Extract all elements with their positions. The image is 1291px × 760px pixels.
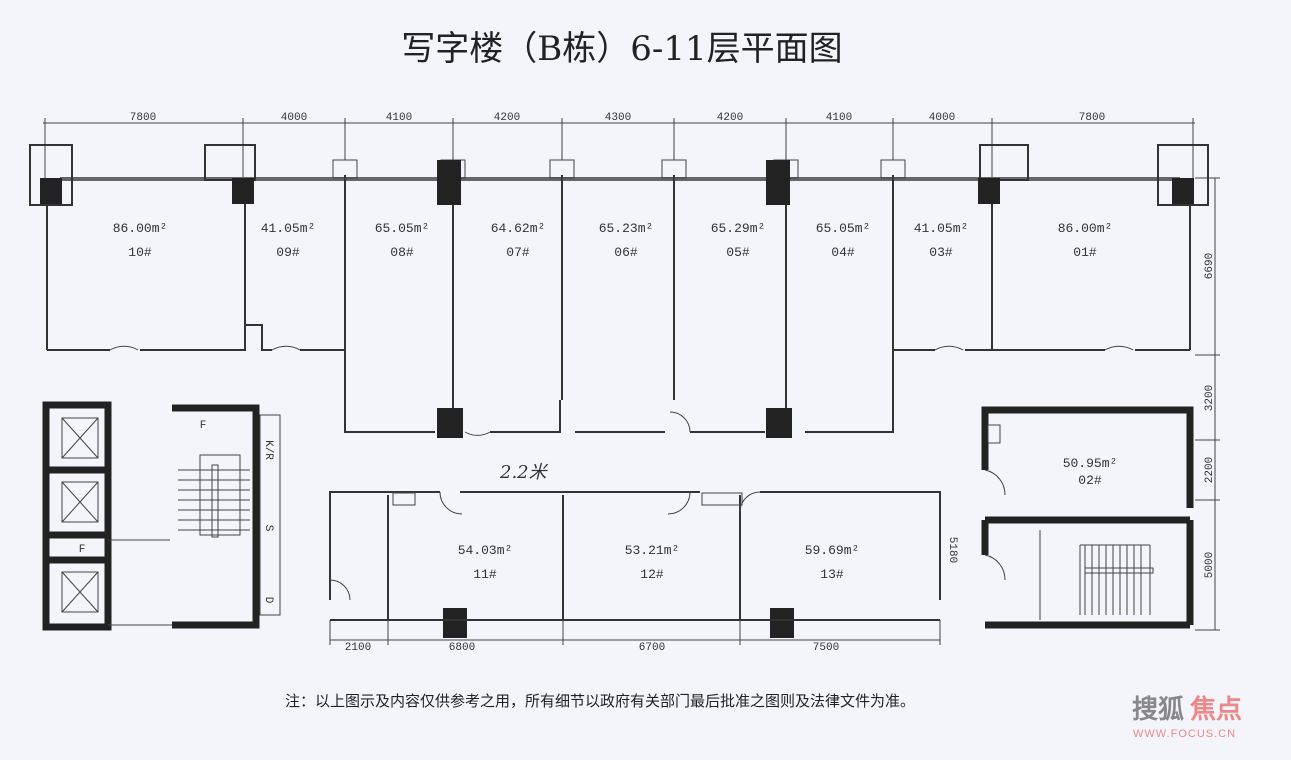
dim-label: 6800 — [449, 642, 475, 654]
dim-label: 4000 — [281, 112, 307, 124]
unit-number: 10# — [128, 245, 152, 260]
unit-number: 02# — [1078, 473, 1102, 488]
top-dimension-line: 7800 4000 4100 4200 4300 4200 4100 4000 … — [43, 112, 1195, 178]
watermark-url: WWW.FOCUS.CN — [1133, 728, 1236, 740]
unit-labels: 86.00m² 10# 41.05m² 09# 65.05m² 08# 64.6… — [113, 221, 1118, 582]
d-shaft-label: D — [262, 597, 274, 604]
bottom-dimension-line: 2100 6800 6700 7500 — [329, 620, 941, 654]
unit-number: 13# — [820, 567, 844, 582]
dim-label: 6690 — [1204, 253, 1216, 279]
unit-number: 03# — [929, 245, 953, 260]
unit-number: 11# — [473, 567, 497, 582]
structural-columns — [40, 160, 1194, 638]
unit-area: 59.69m² — [805, 543, 860, 558]
dim-label: 4100 — [826, 112, 852, 124]
unit-area: 41.05m² — [261, 221, 316, 236]
unit-area: 86.00m² — [1058, 221, 1113, 236]
upper-units-walls — [29, 144, 1209, 436]
handwritten-note: 2.2米 — [499, 462, 549, 483]
lower-units-walls — [329, 491, 941, 621]
unit-area: 65.29m² — [711, 221, 766, 236]
dim-label: 4000 — [929, 112, 955, 124]
left-core: F F K/R S D — [42, 401, 281, 631]
unit-area: 41.05m² — [914, 221, 969, 236]
unit-area: 64.62m² — [491, 221, 546, 236]
kr-shaft-label: K/R — [262, 440, 274, 460]
fire-cabinet-label: F — [79, 544, 86, 556]
watermark-brand-gray: 搜狐 — [1132, 695, 1184, 725]
dim-label: 4300 — [605, 112, 631, 124]
right-dimension-line: 6690 3200 2200 5000 — [1195, 177, 1220, 631]
unit-area: 50.95m² — [1063, 456, 1118, 471]
unit-area: 65.05m² — [816, 221, 871, 236]
dim-label: 3200 — [1204, 385, 1216, 411]
elevator-icon — [61, 417, 99, 613]
unit-area: 53.21m² — [625, 543, 680, 558]
dim-label: 6700 — [639, 642, 665, 654]
unit-number: 07# — [506, 245, 530, 260]
watermark-brand-red: 焦点 — [1190, 694, 1242, 725]
unit-number: 09# — [276, 245, 300, 260]
dim-label: 4200 — [717, 112, 743, 124]
unit-area: 65.05m² — [375, 221, 430, 236]
dim-label: 7800 — [1079, 112, 1105, 124]
unit-number: 08# — [390, 245, 414, 260]
dim-label: 2100 — [345, 642, 371, 654]
dim-label: 2200 — [1204, 457, 1216, 483]
unit-area: 54.03m² — [458, 543, 513, 558]
dim-label: 5180 — [946, 537, 958, 563]
unit-number: 06# — [614, 245, 638, 260]
dim-label: 5000 — [1204, 552, 1216, 578]
watermark-logo: 搜狐 焦点 WWW.FOCUS.CN — [1132, 694, 1242, 740]
unit-number: 12# — [640, 567, 664, 582]
footnote: 注：以上图示及内容仅供参考之用，所有细节以政府有关部门最后批准之图则及法律文件为… — [285, 692, 915, 710]
unit-number: 04# — [831, 245, 855, 260]
dim-label: 7500 — [813, 642, 839, 654]
unit-area: 86.00m² — [113, 221, 168, 236]
unit-number: 01# — [1073, 245, 1097, 260]
dim-label: 7800 — [130, 112, 156, 124]
plan-title: 写字楼（B栋）6-11层平面图 — [401, 29, 842, 69]
right-core — [981, 406, 1194, 629]
dim-label: 4100 — [386, 112, 412, 124]
dim-label: 4200 — [494, 112, 520, 124]
unit-number: 05# — [726, 245, 750, 260]
fire-cabinet-label: F — [200, 420, 207, 432]
shaft-label: S — [262, 525, 274, 532]
unit-area: 65.23m² — [599, 221, 654, 236]
